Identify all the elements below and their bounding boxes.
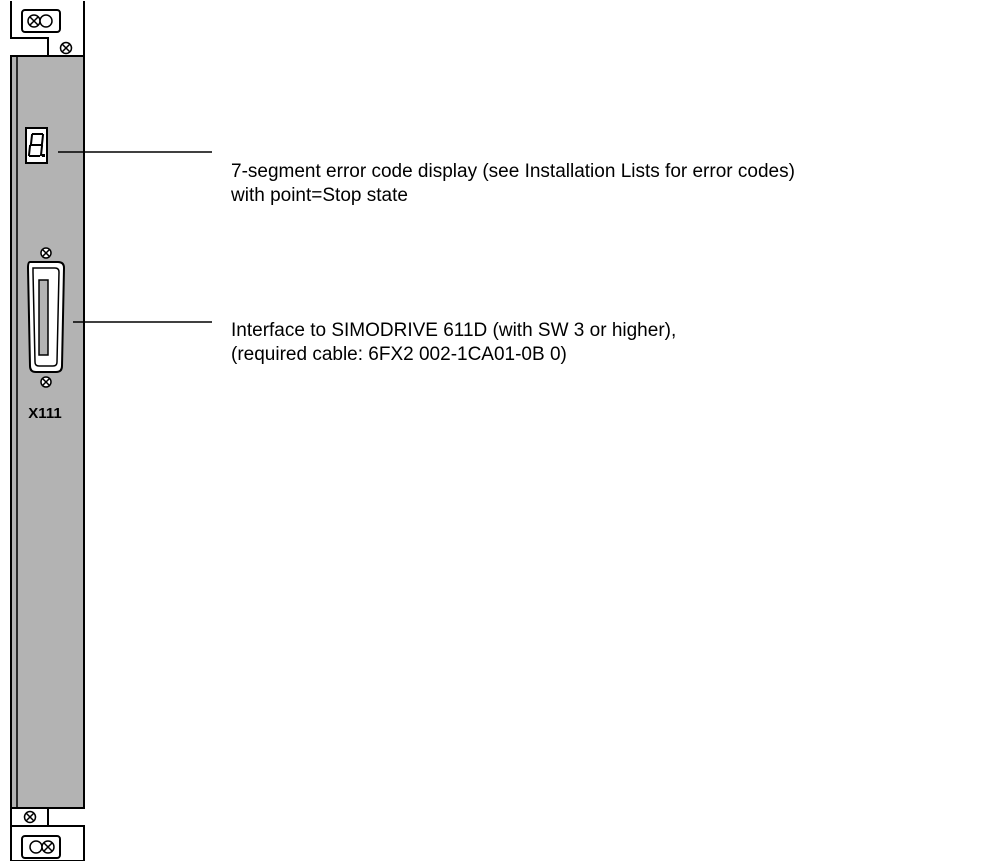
connector-label: X111 xyxy=(28,405,62,422)
front-panel xyxy=(10,55,85,809)
top-mounting-bracket xyxy=(10,1,85,57)
connector-top-screw-icon xyxy=(40,247,52,259)
display-callout: 7-segment error code display (see Instal… xyxy=(231,160,795,208)
top-panel-screw-icon xyxy=(59,41,73,55)
display-label-line1: 7-segment error code display (see Instal… xyxy=(231,161,795,182)
interface-callout: Interface to SIMODRIVE 611D (with SW 3 o… xyxy=(231,319,676,367)
x111-connector xyxy=(26,261,66,373)
interface-label-line2: (required cable: 6FX2 002-1CA01-0B 0) xyxy=(231,344,567,365)
connector-bottom-screw-icon xyxy=(40,376,52,388)
interface-label-line1: Interface to SIMODRIVE 611D (with SW 3 o… xyxy=(231,320,677,341)
display-label-line2: with point=Stop state xyxy=(231,185,408,206)
bottom-panel-screw-icon xyxy=(23,810,37,824)
seven-segment-display-icon xyxy=(25,127,48,164)
bottom-captive-screw-icon xyxy=(29,840,55,854)
top-captive-screw-icon xyxy=(27,14,53,28)
